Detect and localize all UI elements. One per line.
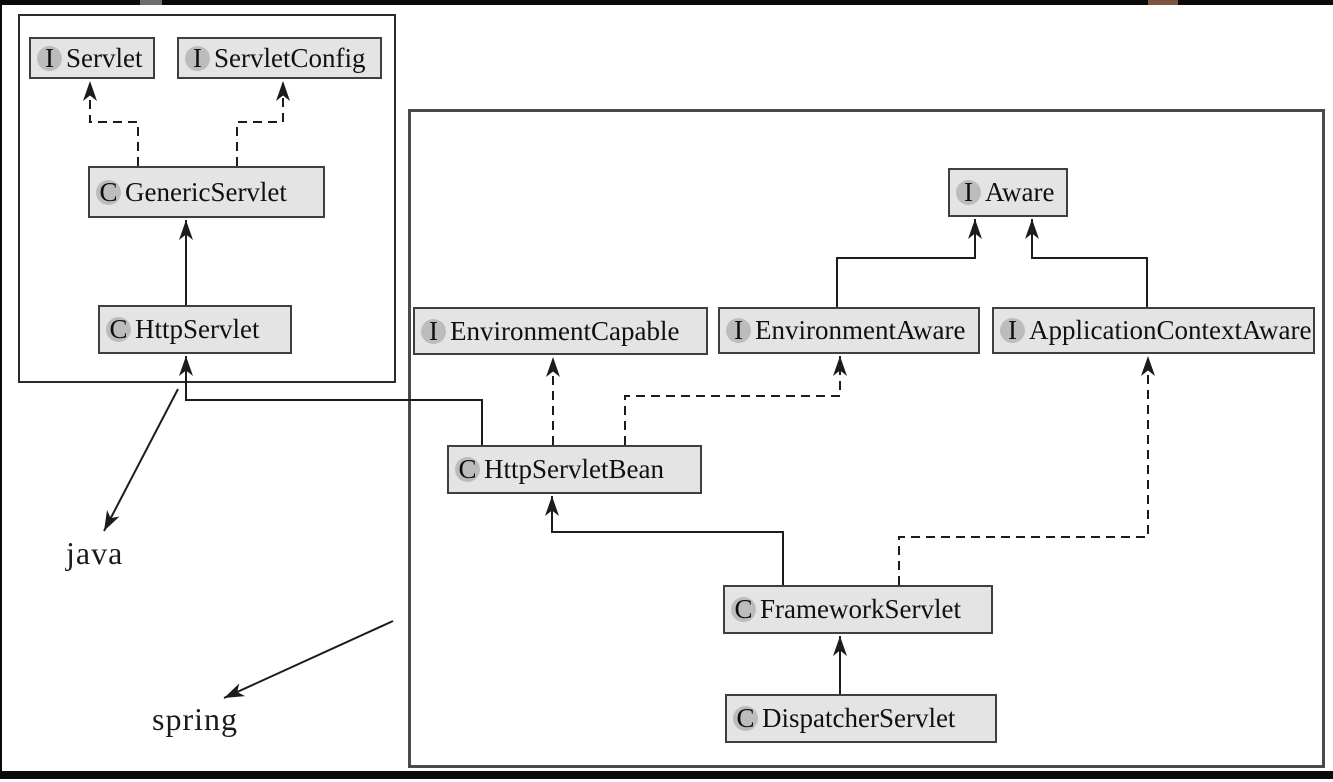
edge-applicationcontextaware-extends-aware: [1025, 219, 1148, 307]
interface-box-aware: I Aware: [948, 168, 1068, 217]
java-package-label: java: [66, 535, 124, 571]
class-box-dispatcherservlet: C DispatcherServlet: [725, 694, 997, 743]
java-package-box: [18, 14, 396, 383]
class-badge: C: [96, 178, 121, 205]
interface-box-applicationcontextaware: I ApplicationContextAware: [992, 307, 1315, 354]
spring-package-pointer-arrow: [223, 620, 394, 699]
edge-httpservletbean-extends-httpservlet: [179, 356, 483, 445]
interface-box-environmentaware: I EnvironmentAware: [718, 307, 980, 354]
interface-box-servlet: I Servlet: [29, 37, 155, 79]
edge-frameworkservlet-implements-applicationcontextaware: [898, 356, 1155, 585]
interface-badge: I: [185, 44, 210, 71]
screen-left-edge: [0, 5, 2, 771]
edge-httpservletbean-implements-environmentaware: [624, 356, 847, 445]
interface-badge: I: [37, 44, 62, 71]
interface-box-servletconfig: I ServletConfig: [177, 37, 382, 79]
class-name-label: FrameworkServlet: [760, 594, 961, 624]
edge-frameworkservlet-extends-httpservletbean: [545, 496, 784, 585]
screen-bottom-edge: [0, 771, 1333, 779]
class-box-httpservletbean: C HttpServletBean: [447, 445, 702, 494]
java-package-pointer-arrow: [103, 388, 179, 532]
class-name-label: HttpServletBean: [484, 454, 664, 484]
class-name-label: DispatcherServlet: [762, 703, 956, 733]
interface-badge: I: [421, 317, 446, 344]
class-box-frameworkservlet: C FrameworkServlet: [723, 585, 993, 634]
spring-package-label: spring: [152, 701, 238, 737]
class-box-genericservlet: C GenericServlet: [88, 166, 325, 218]
class-name-label: GenericServlet: [125, 176, 287, 207]
class-badge: C: [455, 456, 480, 483]
top-edge-artifact-brown: [1148, 0, 1178, 5]
class-badge: C: [733, 705, 758, 732]
class-badge: C: [106, 316, 131, 343]
class-name-label: EnvironmentAware: [755, 315, 966, 345]
class-name-label: HttpServlet: [135, 314, 260, 344]
interface-badge: I: [726, 317, 751, 344]
edge-genericservlet-implements-servletconfig: [236, 81, 290, 166]
class-name-label: Aware: [985, 177, 1055, 207]
edge-genericservlet-implements-servlet: [83, 81, 139, 166]
top-edge-artifact-gray: [140, 0, 162, 5]
screen-top-edge: [0, 0, 1333, 5]
class-box-httpservlet: C HttpServlet: [98, 305, 292, 354]
spring-package-box: [408, 109, 1325, 768]
class-name-label: ApplicationContextAware: [1029, 315, 1312, 345]
interface-box-environmentcapable: I EnvironmentCapable: [413, 307, 708, 355]
class-name-label: Servlet: [66, 42, 143, 73]
class-name-label: ServletConfig: [214, 42, 366, 73]
class-name-label: EnvironmentCapable: [450, 315, 680, 346]
interface-badge: I: [1000, 317, 1025, 344]
interface-badge: I: [956, 179, 981, 206]
class-badge: C: [731, 596, 756, 623]
edge-environmentaware-extends-aware: [836, 219, 982, 307]
